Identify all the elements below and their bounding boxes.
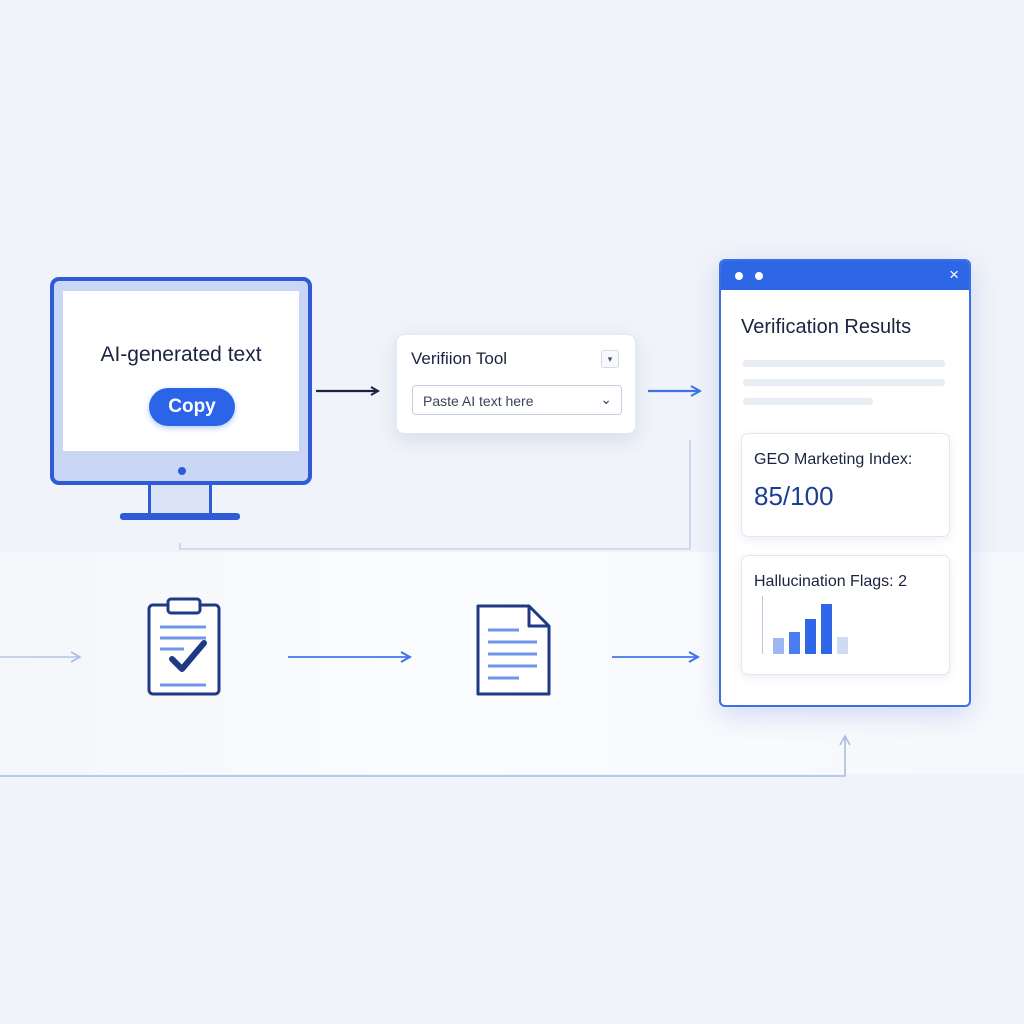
power-indicator	[178, 467, 186, 475]
chart-bar	[789, 632, 800, 654]
geo-index-label: GEO Marketing Index:	[754, 451, 913, 468]
chevron-down-icon[interactable]: ⌄	[600, 391, 612, 407]
monitor-display: AI-generated text Copy	[63, 291, 299, 451]
monitor-base	[120, 513, 240, 520]
hallucination-flags-card: Hallucination Flags: 2	[741, 555, 950, 675]
chart-bar	[821, 604, 832, 654]
ai-generated-text-label: AI-generated text	[100, 343, 262, 366]
geo-index-value: 85/100	[754, 481, 834, 511]
window-dot-icon	[755, 272, 763, 280]
paste-text-input[interactable]: Paste AI text here ⌄	[412, 385, 622, 415]
placeholder-line	[743, 379, 945, 386]
connector-bottom-loop	[0, 734, 851, 777]
clipboard-check-icon	[147, 597, 221, 696]
mini-bar-chart	[762, 596, 859, 654]
geo-index-card: GEO Marketing Index: 85/100	[741, 433, 950, 537]
results-window: × Verification Results GEO Marketing Ind…	[719, 259, 971, 707]
close-icon[interactable]: ×	[949, 265, 959, 284]
hallucination-flags-label: Hallucination Flags: 2	[754, 573, 907, 590]
results-titlebar: ×	[721, 261, 969, 290]
chart-bar	[837, 637, 848, 654]
placeholder-line	[743, 360, 945, 367]
connector-results-to-monitor	[179, 440, 691, 550]
results-title: Verification Results	[741, 316, 912, 338]
window-dot-icon	[735, 272, 743, 280]
chart-bar	[805, 619, 816, 654]
chart-bar	[773, 638, 784, 654]
placeholder-line	[743, 398, 873, 405]
monitor-stand	[148, 485, 212, 515]
verification-tool-card: Verifiion Tool ▾ Paste AI text here ⌄	[396, 334, 636, 434]
dropdown-menu-icon[interactable]: ▾	[601, 350, 619, 368]
input-placeholder: Paste AI text here	[423, 393, 534, 409]
tool-title: Verifiion Tool	[411, 349, 508, 368]
monitor-icon: AI-generated text Copy	[50, 277, 312, 485]
document-icon	[476, 604, 551, 696]
copy-button[interactable]: Copy	[149, 388, 235, 426]
